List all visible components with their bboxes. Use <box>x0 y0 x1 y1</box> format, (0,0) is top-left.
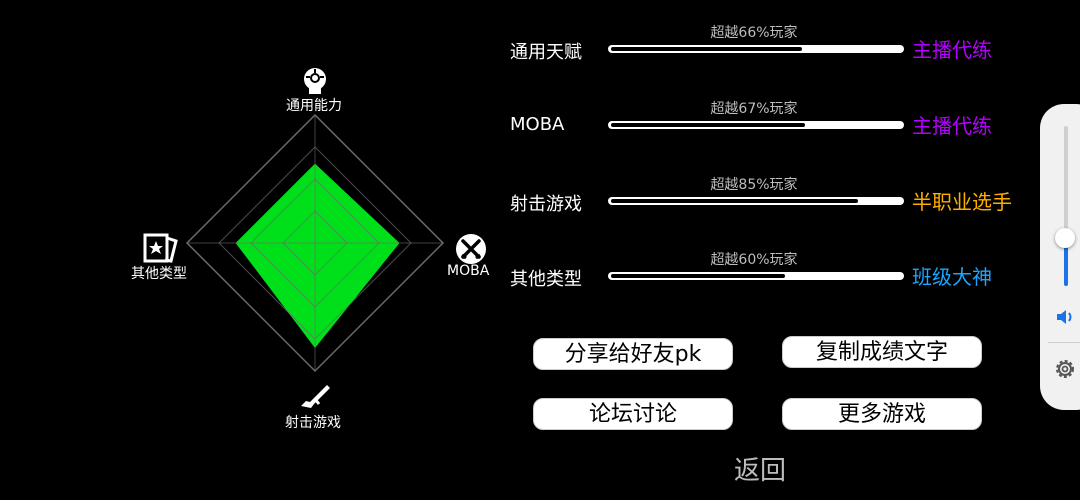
radar-label-shooter: 射击游戏 <box>285 415 341 431</box>
skill-rank-caption: 超越66%玩家 <box>710 25 798 41</box>
skill-rank-caption: 超越67%玩家 <box>710 101 798 117</box>
skill-rank-title: 半职业选手 <box>912 190 1012 214</box>
skill-rank-caption: 超越85%玩家 <box>710 177 798 193</box>
skill-rank-caption: 超越60%玩家 <box>710 252 798 268</box>
skill-progress-fill <box>611 199 858 203</box>
skill-rank-title: 主播代练 <box>912 38 992 62</box>
skill-row: 通用天赋 超越66%玩家主播代练 <box>510 25 1010 68</box>
head-gear-icon <box>304 68 326 94</box>
skill-row: 射击游戏 超越85%玩家半职业选手 <box>510 177 1012 220</box>
panel-divider <box>1048 342 1080 343</box>
gear-icon[interactable] <box>1053 357 1077 381</box>
skill-progress-fill <box>611 47 803 51</box>
skill-name: 射击游戏 <box>510 194 582 215</box>
skill-row: 其他类型 超越60%玩家班级大神 <box>510 252 1010 295</box>
copy-results-button[interactable]: 复制成绩文字 <box>782 336 982 368</box>
share-button[interactable]: 分享给好友pk <box>533 338 733 370</box>
skill-name: 其他类型 <box>510 269 582 290</box>
speaker-icon[interactable] <box>1055 307 1077 327</box>
more-games-button[interactable]: 更多游戏 <box>782 398 982 430</box>
skill-name: 通用天赋 <box>510 42 582 63</box>
star-card-icon <box>143 233 178 263</box>
volume-slider[interactable] <box>1064 126 1068 286</box>
volume-panel <box>1040 104 1080 410</box>
skill-progress-fill <box>611 123 806 127</box>
skill-rank-title: 主播代练 <box>912 114 992 138</box>
skill-progress-bar <box>608 121 904 129</box>
skill-name: MOBA <box>510 114 565 135</box>
radar-data-polygon <box>235 163 400 348</box>
skill-row: MOBA 超越67%玩家主播代练 <box>510 101 1010 144</box>
radar-chart <box>185 113 445 373</box>
skill-progress-bar <box>608 272 904 280</box>
volume-level <box>1064 238 1068 286</box>
rifle-icon <box>301 385 330 408</box>
skill-progress-bar <box>608 45 904 53</box>
volume-slider-knob[interactable] <box>1055 228 1075 248</box>
radar-label-other: 其他类型 <box>131 266 187 282</box>
forum-button[interactable]: 论坛讨论 <box>533 398 733 430</box>
radar-label-moba: MOBA <box>447 263 490 279</box>
skill-rank-title: 班级大神 <box>912 265 992 289</box>
radar-label-general: 通用能力 <box>286 98 342 114</box>
crossed-swords-icon <box>456 234 486 264</box>
back-button[interactable]: 返回 <box>733 456 786 486</box>
skill-progress-bar <box>608 197 904 205</box>
skill-progress-fill <box>611 274 785 278</box>
